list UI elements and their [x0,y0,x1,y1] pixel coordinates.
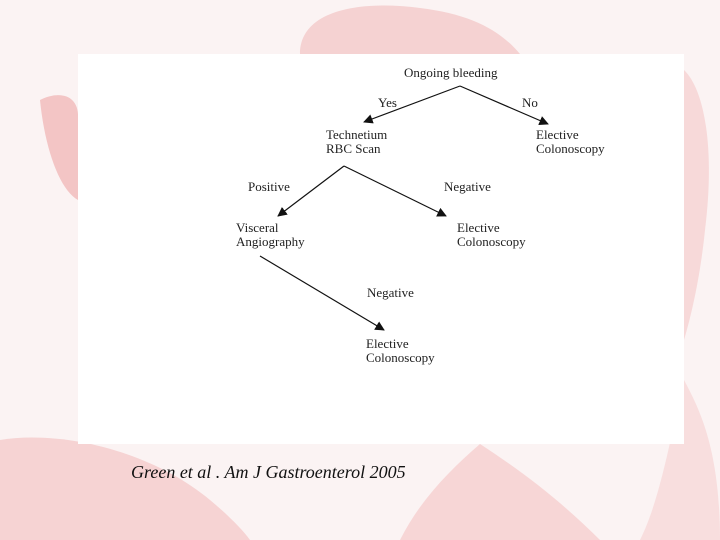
edge-label-no: No [522,95,538,110]
node-technetium-rbc-scan: Technetium RBC Scan [326,128,387,156]
node-visceral-angiography-line-1: Visceral [236,220,279,235]
decorative-shape-bottom-far-right [640,380,720,540]
edge-label-positive: Positive [248,179,290,194]
node-elective-colonoscopy-scan-negative-line-1: Elective [457,220,500,235]
node-ongoing-bleeding: Ongoing bleeding [404,66,498,80]
node-visceral-angiography-line-2: Angiography [236,234,305,249]
node-elective-colonoscopy-no-line-2: Colonoscopy [536,141,605,156]
arrow-negative-1 [343,165,447,217]
node-ongoing-bleeding-line-1: Ongoing bleeding [404,65,498,80]
decorative-shape-left [40,95,79,200]
arrow-positive [277,165,345,217]
node-elective-colonoscopy-scan-negative: Elective Colonoscopy [457,221,526,249]
node-elective-colonoscopy-no: Elective Colonoscopy [536,128,605,156]
node-technetium-line-2: RBC Scan [326,141,381,156]
node-technetium-line-1: Technetium [326,127,388,142]
decorative-shape-bottom-left [0,437,250,540]
node-elective-colonoscopy-no-line-1: Elective [536,127,579,142]
node-elective-colonoscopy-angio-negative-line-2: Colonoscopy [366,350,435,365]
node-elective-colonoscopy-angio-negative-line-1: Elective [366,336,409,351]
arrow-no [459,85,549,125]
node-elective-colonoscopy-angio-negative: Elective Colonoscopy [366,337,435,365]
citation-text: Green et al . Am J Gastroenterol 2005 [131,462,406,482]
edge-label-negative-scan: Negative [444,179,491,194]
figure-panel: Ongoing bleeding Technetium RBC Scan Ele… [78,54,684,444]
arrow-yes [363,85,461,124]
node-elective-colonoscopy-scan-negative-line-2: Colonoscopy [457,234,526,249]
flowchart-arrows [259,85,549,331]
decorative-shape-top [300,5,520,54]
node-visceral-angiography: Visceral Angiography [236,221,305,249]
decorative-shape-right [684,70,709,340]
edge-label-negative-angiography: Negative [367,285,414,300]
decorative-shape-bottom-right [400,444,600,540]
edge-label-yes: Yes [378,95,397,110]
arrow-negative-2 [259,255,385,331]
